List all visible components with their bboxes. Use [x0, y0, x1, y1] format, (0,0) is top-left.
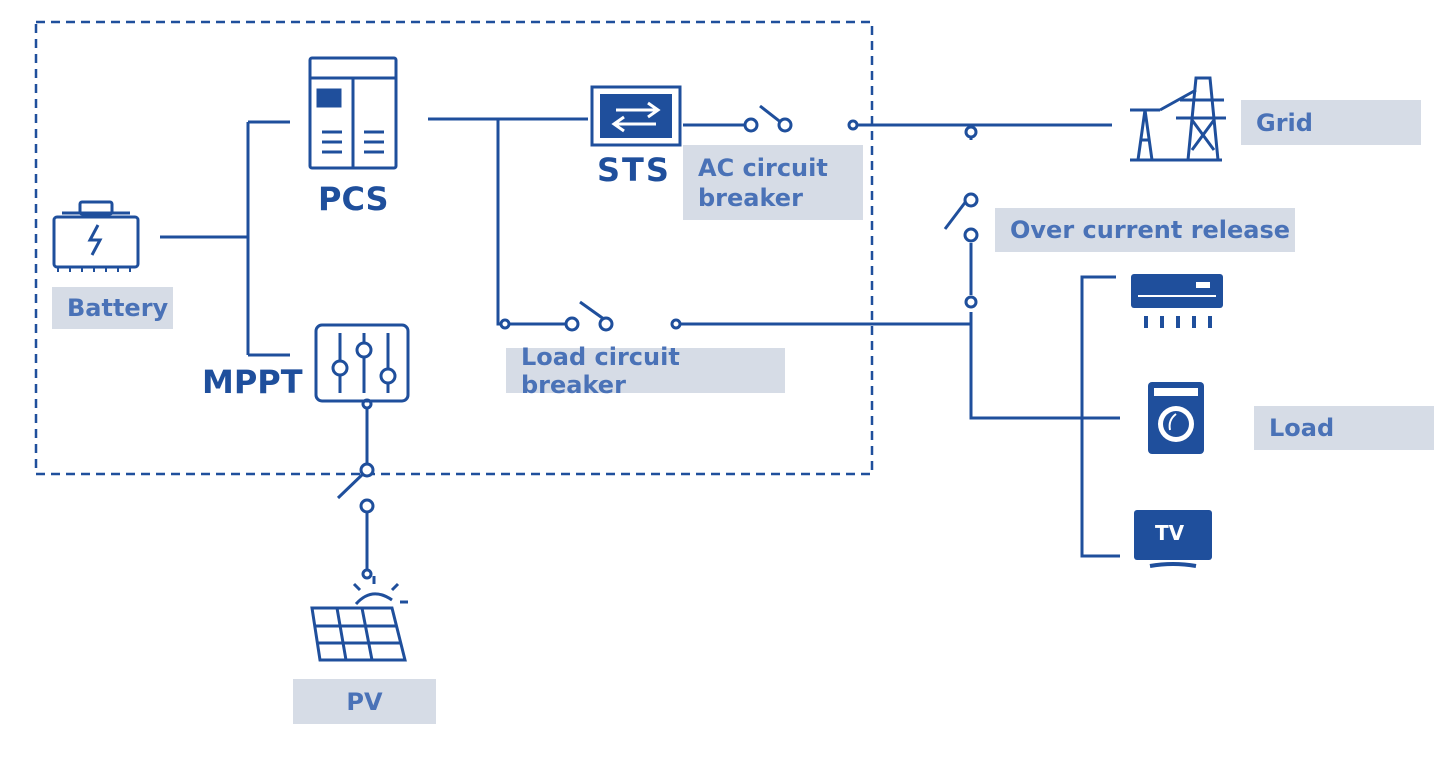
over-current-label: Over current release: [995, 208, 1295, 252]
ocr-contact: [963, 192, 979, 208]
load-bus-wire: [1080, 275, 1120, 558]
battery-label: Battery: [52, 287, 173, 329]
load-branch-wire: [496, 119, 570, 326]
pv-breaker-contact: [359, 498, 375, 514]
grid-label: Grid: [1241, 100, 1421, 145]
load-breaker-label: Load circuit breaker: [506, 343, 785, 399]
load-breaker-contact: [564, 316, 580, 332]
load-breaker-contact: [598, 316, 614, 332]
ocr-contact: [964, 295, 978, 309]
load-breaker-contact: [499, 318, 511, 330]
load-label: Load: [1254, 406, 1434, 450]
pcs-label: PCS: [318, 180, 389, 218]
ocr-contact: [964, 125, 978, 139]
pv-breaker-blade: [336, 470, 367, 500]
system-boundary: [34, 20, 874, 476]
sts-switch-icon: [590, 85, 682, 147]
washing-machine-icon: [1148, 382, 1204, 454]
ac-breaker-label-line2: breaker: [698, 183, 803, 212]
ac-breaker-end: [847, 119, 859, 131]
pv-breaker-contact: [361, 568, 373, 580]
air-conditioner-icon: [1131, 274, 1223, 328]
battery-icon: [52, 200, 140, 272]
solar-panel-icon: [310, 576, 408, 662]
ac-breaker-contact: [743, 117, 759, 133]
tv-label: TV: [1155, 521, 1185, 545]
transmission-tower-icon: [1130, 76, 1226, 162]
ac-breaker-label: AC circuit breaker: [683, 145, 863, 220]
load-breaker-contact: [670, 318, 682, 330]
tv-icon: [1134, 510, 1212, 568]
mppt-label: MPPT: [202, 363, 303, 401]
sts-label: STS: [597, 151, 671, 189]
pv-label: PV: [293, 679, 436, 724]
pcs-cabinet-icon: [308, 56, 398, 170]
pv-breaker-contact: [359, 462, 375, 478]
ac-breaker-label-line1: AC circuit: [698, 153, 828, 182]
ac-breaker-contact: [777, 117, 793, 133]
mppt-controller-icon: [314, 323, 410, 403]
ocr-load-wire: [969, 312, 1120, 420]
ocr-contact: [963, 227, 979, 243]
